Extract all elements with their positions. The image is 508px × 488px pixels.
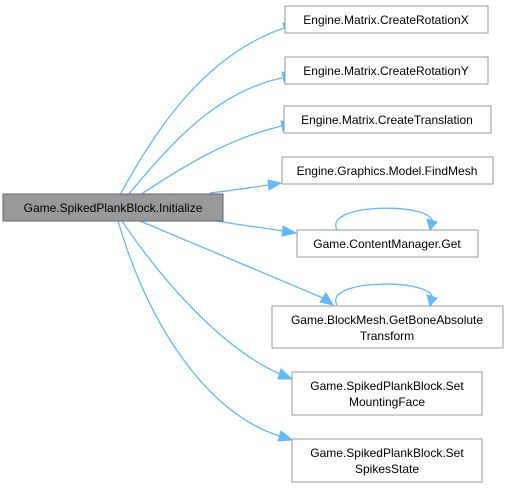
- edge-arrowhead-content-manager-get: [281, 225, 298, 237]
- edge-to-find-mesh: [209, 184, 269, 194]
- callee-node-get-bone-absolute-transform[interactable]: Game.BlockMesh.GetBoneAbsolute Transform: [271, 305, 504, 349]
- self-loop-content-manager-get: [335, 207, 433, 231]
- callee-node-create-rotation-x[interactable]: Engine.Matrix.CreateRotationX: [284, 5, 489, 34]
- self-loop-get-bone-absolute-transform: [335, 283, 433, 306]
- root-node[interactable]: Game.SpikedPlankBlock.Initialize: [2, 193, 224, 222]
- node-label-content-manager-get: Game.ContentManager.Get: [313, 237, 461, 251]
- node-label-set-spikes-state-line1: Game.SpikedPlankBlock.Set: [310, 446, 464, 460]
- edge-to-create-rotation-y: [127, 77, 283, 196]
- edge-to-set-mounting-face: [121, 220, 281, 375]
- node-label-create-rotation-y: Engine.Matrix.CreateRotationY: [303, 64, 468, 78]
- node-box-set-mounting-face: [291, 371, 483, 416]
- callee-node-find-mesh[interactable]: Engine.Graphics.Model.FindMesh: [281, 156, 494, 185]
- edge-arrowhead-get-bone-absolute-transform: [319, 292, 335, 306]
- node-box-content-manager-get: [296, 229, 479, 258]
- callee-node-create-rotation-y[interactable]: Engine.Matrix.CreateRotationY: [284, 56, 489, 85]
- node-box-find-mesh: [281, 156, 494, 185]
- edge-arrowhead-set-spikes-state: [277, 430, 294, 442]
- edge-arrowhead-find-mesh: [267, 179, 283, 191]
- node-label-find-mesh: Engine.Graphics.Model.FindMesh: [297, 164, 478, 178]
- callee-node-set-spikes-state[interactable]: Game.SpikedPlankBlock.Set SpikesState: [291, 438, 483, 483]
- node-label-set-mounting-face-line2: MountingFace: [349, 395, 425, 409]
- edge-to-content-manager-get: [209, 219, 284, 232]
- node-label-get-bone-absolute-transform-line1: Game.BlockMesh.GetBoneAbsolute: [291, 313, 483, 327]
- edge-to-create-translation: [139, 125, 283, 196]
- edge-to-set-spikes-state: [117, 220, 281, 437]
- node-box-create-rotation-x: [284, 5, 489, 34]
- node-label-create-translation: Engine.Matrix.CreateTranslation: [301, 113, 473, 127]
- root-node-label: Game.SpikedPlankBlock.Initialize: [24, 201, 203, 215]
- node-label-set-mounting-face-line1: Game.SpikedPlankBlock.Set: [310, 379, 464, 393]
- node-box-set-spikes-state: [291, 438, 483, 483]
- edge-to-get-bone-absolute-transform: [139, 220, 324, 299]
- node-label-set-spikes-state-line2: SpikesState: [355, 462, 419, 476]
- node-label-create-rotation-x: Engine.Matrix.CreateRotationX: [303, 13, 468, 27]
- node-label-get-bone-absolute-transform-line2: Transform: [360, 329, 414, 343]
- callee-node-set-mounting-face[interactable]: Game.SpikedPlankBlock.Set MountingFace: [291, 371, 483, 416]
- node-box-get-bone-absolute-transform: [271, 305, 504, 349]
- callee-node-content-manager-get[interactable]: Game.ContentManager.Get: [296, 229, 479, 258]
- self-loop-arrowhead-content-manager-get: [426, 218, 438, 232]
- callee-node-create-translation[interactable]: Engine.Matrix.CreateTranslation: [283, 105, 492, 134]
- edge-arrowhead-set-mounting-face: [277, 368, 294, 380]
- root-node-box: [2, 193, 224, 222]
- node-box-create-translation: [283, 105, 492, 134]
- node-box-create-rotation-y: [284, 56, 489, 85]
- edge-to-create-rotation-x: [119, 27, 285, 196]
- self-loop-arrowhead-get-bone-absolute-transform: [426, 294, 438, 308]
